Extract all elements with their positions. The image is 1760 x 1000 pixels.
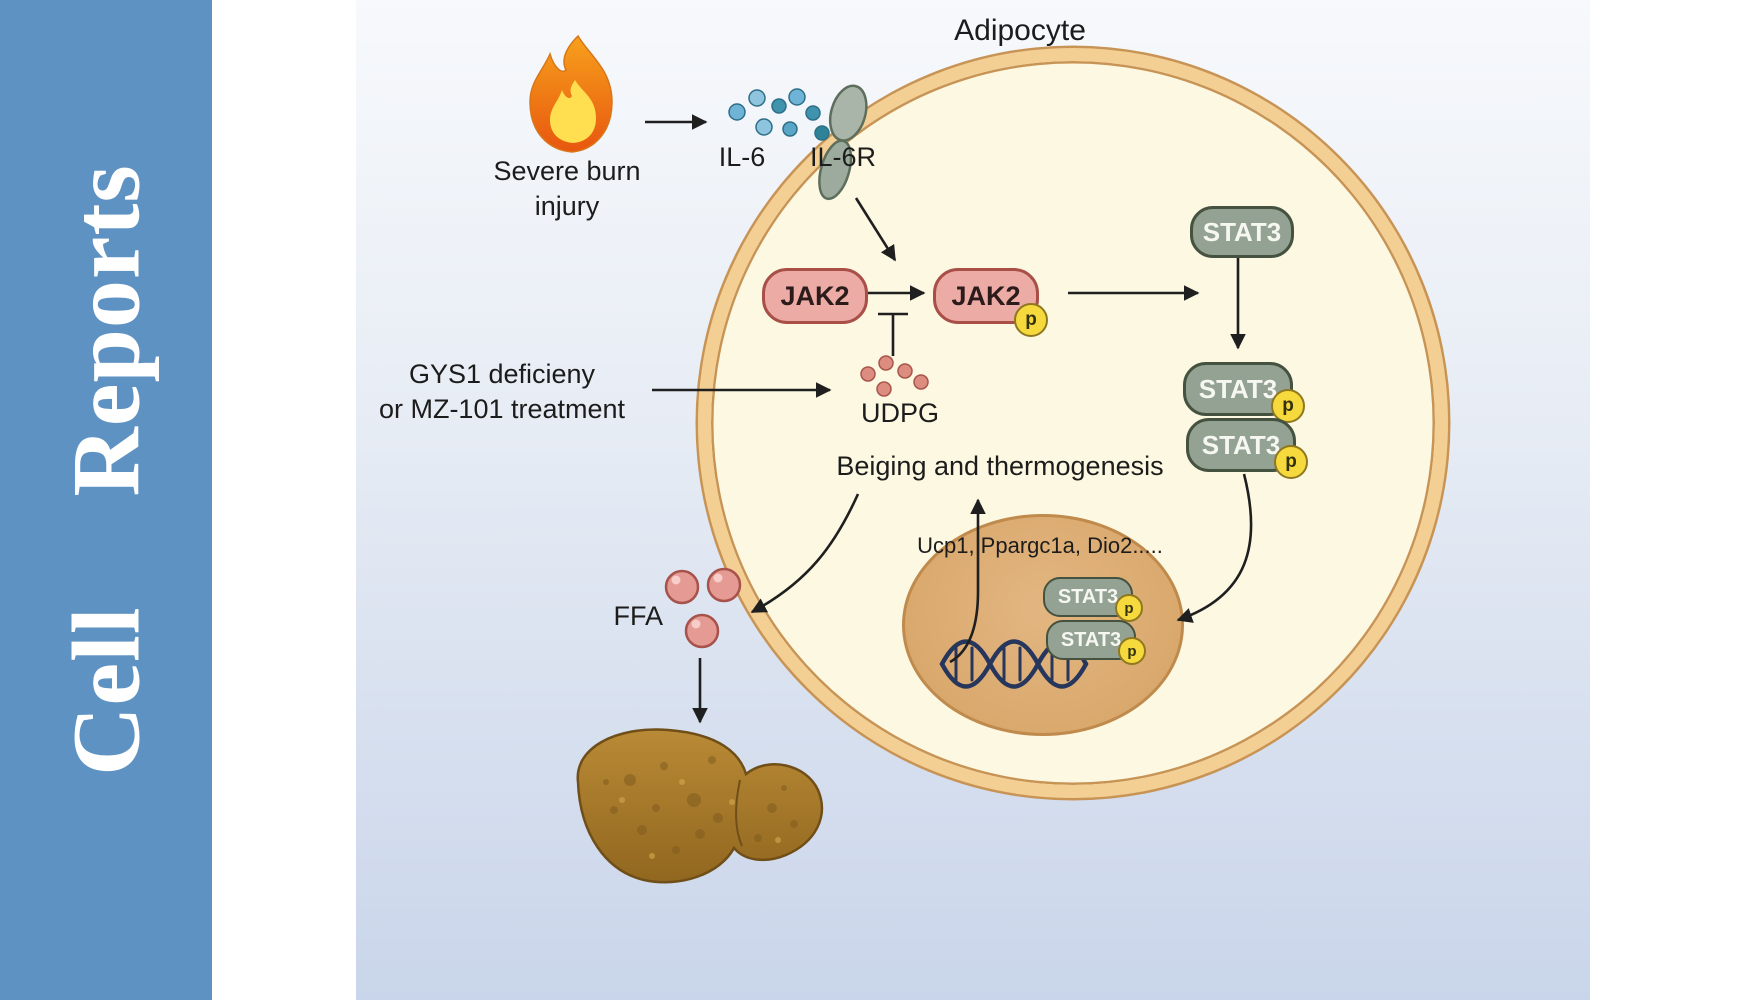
arrow-il6r-to-jak2	[854, 197, 897, 262]
pathway-arrows	[645, 114, 1253, 724]
il6-molecules	[728, 88, 830, 141]
jak2-box: JAK2	[762, 268, 868, 324]
arrow-beiging-to-ffa	[750, 493, 860, 614]
stat3-phospho-box-1-label: STAT3	[1198, 373, 1278, 404]
ffa-molecules	[664, 567, 742, 649]
journal-sidebar: Cell Reports	[0, 0, 212, 1000]
burn-label: Severe burn injury	[452, 154, 682, 224]
gys1-label-line2: or MZ-101 treatment	[378, 394, 626, 425]
nuclear-stat3-phospho-box-2: STAT3 p	[1046, 620, 1146, 665]
ffa-label: FFA	[613, 601, 663, 631]
stat3-phospho-box-2: STAT3 p	[1186, 418, 1308, 479]
nuclear-stat3-box-2-label: STAT3	[1060, 628, 1122, 651]
phospho-badge: p	[1118, 637, 1146, 665]
udpg-molecules	[860, 355, 929, 397]
jak2-phospho-box: JAK2 p	[933, 268, 1048, 337]
liver-icon	[576, 728, 824, 884]
arrow-dimer-to-nucleus	[1176, 473, 1253, 623]
stat3-phospho-box-2-label: STAT3	[1201, 429, 1281, 460]
adipocyte-title: Adipocyte	[954, 14, 1086, 47]
beiging-label: Beiging and thermogenesis	[836, 451, 1164, 481]
nucleus	[902, 514, 1184, 736]
il6r-label: IL-6R	[809, 142, 877, 172]
il6-label: IL-6	[718, 142, 766, 172]
il6r-receptor-icon	[818, 84, 868, 201]
gys1-label-line1: GYS1 deficieny	[408, 359, 596, 389]
burn-label-line2: injury	[534, 191, 600, 222]
arrow-dna-to-beiging	[949, 498, 986, 664]
phospho-badge: p	[1274, 445, 1308, 479]
nuclear-stat3-box-1-label: STAT3	[1057, 585, 1119, 608]
stat3-phospho-box-1: STAT3 p	[1183, 362, 1305, 423]
burn-label-line1: Severe burn	[493, 156, 641, 186]
stat3-box-label: STAT3	[1202, 216, 1282, 247]
phospho-badge: p	[1014, 303, 1048, 337]
flame-icon	[529, 34, 613, 153]
genes-label: Ucp1, Ppargc1a, Dio2.....	[917, 533, 1163, 558]
phospho-badge: p	[1115, 594, 1143, 622]
jak2-box-label: JAK2	[780, 280, 850, 311]
nuclear-stat3-phospho-box-1: STAT3 p	[1043, 577, 1143, 622]
jak2-phospho-box-label: JAK2	[951, 280, 1021, 311]
phospho-badge: p	[1271, 389, 1305, 423]
inhibition-tbar	[878, 312, 908, 356]
gys1-label: GYS1 deficieny or MZ-101 treatment	[366, 357, 638, 427]
stat3-box: STAT3	[1190, 206, 1294, 258]
udpg-label: UDPG	[860, 398, 939, 428]
